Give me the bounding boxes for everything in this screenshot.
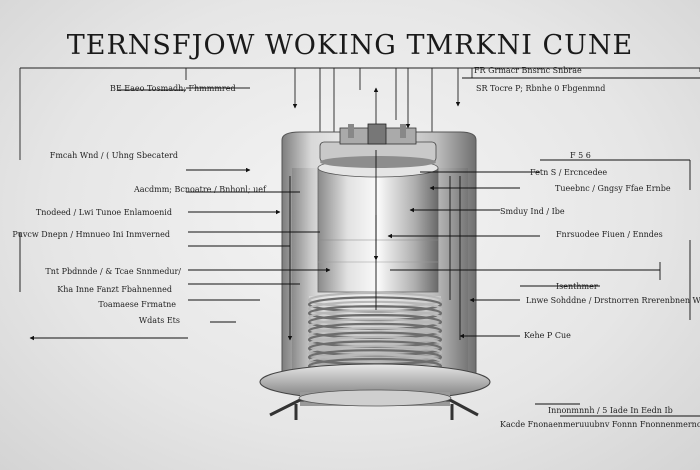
left-label: Aacdmm; Bcnoatre / Bnhonl; uef <box>133 185 266 194</box>
right-label: F 5 6 <box>570 151 591 160</box>
left-label: Kha Inne Fanzt Fbahnenned <box>57 285 172 294</box>
left-label: Wdats Ets <box>138 316 180 325</box>
left-label: Tnodeed / Lwi Tunoe Enlamoenid <box>35 208 172 217</box>
header-label-top-left: BE Eaeo Tosmadh; Fhmmmred <box>110 84 236 93</box>
right-label: Isenthmer <box>556 282 598 291</box>
footer-label: Kacde Fnonaenmeruuubnv Fonnn Fnonnenmern… <box>500 420 700 429</box>
left-label: Tnt Pbdnnde / & Tcae Snnmedur/ <box>45 267 181 276</box>
base-plate <box>259 363 491 420</box>
top-cap-assembly-icon <box>319 123 437 168</box>
right-label: Fetn S / Ercncedee <box>530 168 608 177</box>
internal-leaders <box>287 150 461 341</box>
header-label-top-right: FR Grmacr Bnsrnc Snbrae <box>474 66 582 75</box>
right-label: Tueebnc / Gngsy Ffae Ernbe <box>555 184 671 193</box>
right-label: Smduy Ind / Ibe <box>500 207 565 216</box>
coil-windings-icon <box>307 291 443 375</box>
page-title: TERNSFJOW WOKING TMRKNI CUNE <box>66 30 634 61</box>
footer-label: Innonmnnh / 5 Iade In Eedn Ib <box>548 406 673 415</box>
left-label: Toamaese Frmatne <box>98 300 176 309</box>
left-label: Puvcw Dnepn / Hmnueo Ini Inmverned <box>12 230 170 239</box>
left-pointer-lines <box>19 89 331 341</box>
header-label-top-right-2: SR Tocre P; Rbnhe 0 Fbgenmnd <box>476 84 606 93</box>
right-label: Lnwe Sohddne / Drstnorren Rrerenbnen Wy <box>526 296 700 305</box>
inner-core <box>317 158 439 293</box>
right-label: Kehe P Cue <box>524 331 571 340</box>
right-label: Fnrsuodee Fiuen / Enndes <box>556 230 663 239</box>
left-label: Fmcah Wnd / ( Uhng Sbecaterd <box>49 151 178 160</box>
right-pointer-lines <box>387 77 700 417</box>
